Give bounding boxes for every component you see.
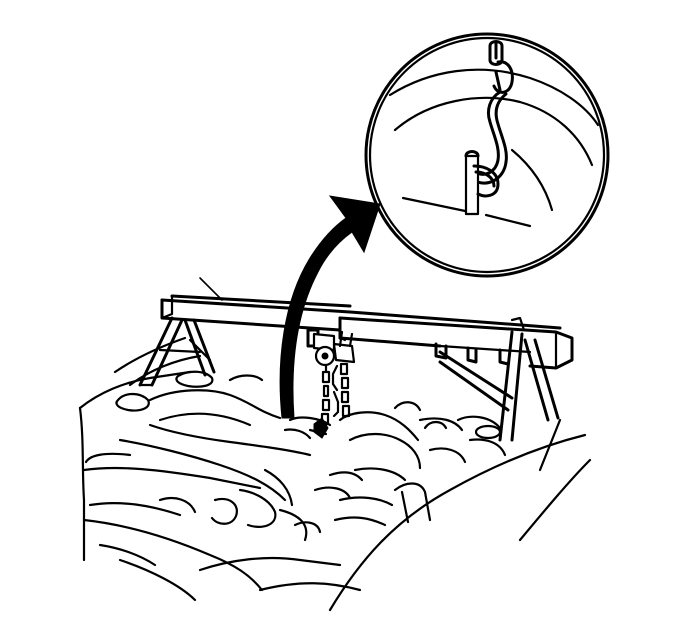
lift-chain: [308, 362, 351, 439]
chain-hoist: [306, 328, 356, 367]
engine-compartment: [78, 336, 592, 612]
engine-support-beam: [138, 277, 574, 442]
direction-arrow: [279, 195, 381, 419]
detail-inset-hook: [364, 32, 610, 278]
